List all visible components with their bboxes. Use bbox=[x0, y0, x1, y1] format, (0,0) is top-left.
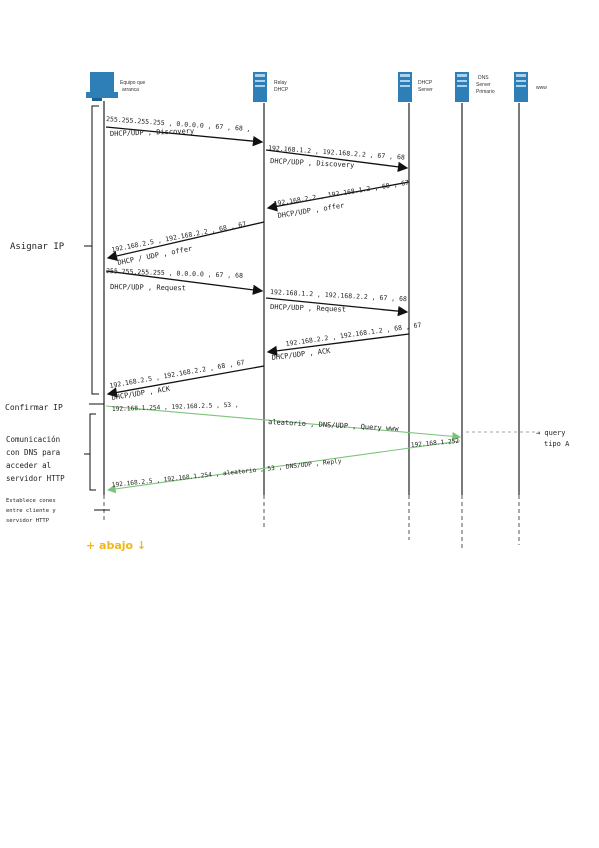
arrow-request-client-relay bbox=[105, 270, 264, 296]
continue-below-note: + abajo ↓ bbox=[86, 539, 146, 552]
computer-icon bbox=[86, 72, 118, 101]
phase-label-http: Establece conex entre cliente y servidor… bbox=[6, 498, 59, 524]
msg7-line2: DHCP/UDP , ACK bbox=[271, 347, 331, 362]
server-icon bbox=[253, 72, 267, 102]
server-icon bbox=[514, 72, 528, 102]
msg5-line1: 255.255.255.255 , 0.0.0.0 , 67 , 68 bbox=[106, 267, 243, 280]
message-arrows bbox=[105, 126, 540, 494]
actor-label-client: Equipo que arranca bbox=[120, 80, 147, 93]
arrow-request-relay-dhcp bbox=[265, 297, 409, 317]
msg1-line2: DHCP/UDP , Discovery bbox=[110, 127, 195, 138]
msg8-line1: 192.168.2.5 , 192.168.2.2 , 68 , 67 bbox=[109, 358, 245, 390]
msg9-line1: 192.168.1.254 , 192.168.2.5 , 53 , bbox=[112, 402, 239, 413]
msg10-line2: 192.168.1.252 bbox=[411, 438, 460, 449]
actor-label-relay: Relay DHCP bbox=[274, 80, 289, 93]
msg9-line2: aleatorio , DNS/UDP , Query www bbox=[268, 418, 400, 433]
phase-label-dns: Comunicación con DNS para acceder al ser… bbox=[6, 435, 65, 483]
msg10-line1: 192.168.2.5 , 192.168.1.254 , aleatorio … bbox=[111, 458, 342, 489]
server-icon bbox=[398, 72, 412, 102]
msg6-line2: DHCP/UDP , Request bbox=[270, 303, 346, 314]
lifelines bbox=[103, 101, 520, 548]
arrow-dns-query bbox=[105, 405, 462, 441]
query-type-note: → query tipo A bbox=[536, 429, 570, 448]
actor-label-dns: DNS Server Primario bbox=[476, 75, 495, 95]
phase-brackets bbox=[84, 105, 110, 511]
actor-label-dhcp: DHCP Server bbox=[418, 80, 433, 93]
arrow-offer-relay-client bbox=[106, 221, 265, 262]
arrow-dns-reply bbox=[106, 440, 461, 494]
phase-label-confirmar-ip: Confirmar IP bbox=[5, 403, 63, 412]
arrow-offer-dhcp-relay bbox=[266, 181, 410, 212]
arrow-ack-relay-client bbox=[106, 365, 265, 398]
arrow-discovery-relay-dhcp bbox=[265, 149, 409, 173]
msg5-line2: DHCP/UDP , Request bbox=[110, 283, 186, 292]
phase-label-asignar-ip: Asignar IP bbox=[10, 242, 65, 252]
arrow-discovery-client-relay bbox=[105, 126, 264, 147]
server-icon bbox=[455, 72, 469, 102]
message-labels: 255.255.255.255 , 0.0.0.0 , 67 , 68 , DH… bbox=[106, 115, 460, 489]
msg2-line2: DHCP/UDP , Discovery bbox=[270, 157, 355, 169]
arrow-ack-dhcp-relay bbox=[266, 333, 410, 357]
actor-label-www: www bbox=[536, 85, 547, 91]
